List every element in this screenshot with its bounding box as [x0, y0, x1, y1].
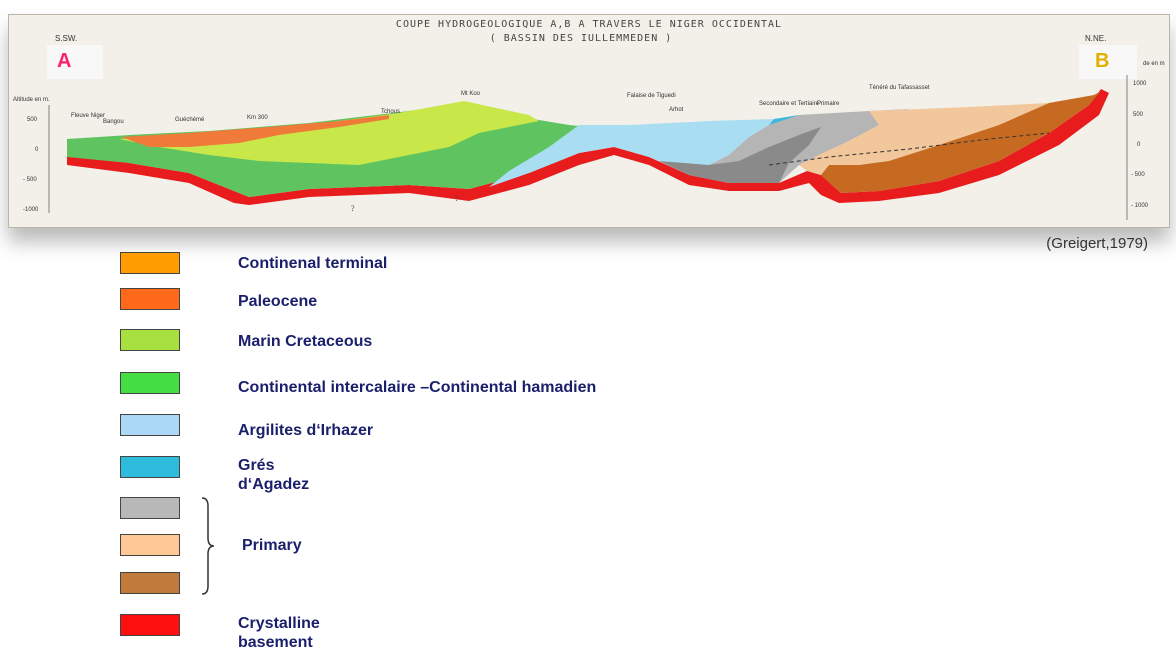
- place-arhot: Arhot: [669, 107, 684, 113]
- place-mt-koo: Mt Koo: [461, 91, 481, 97]
- legend-label-gres-agadez: Grés d‘Agadez: [238, 457, 310, 493]
- argilites-irhazer-layer: [489, 119, 774, 187]
- primary-peach-layer: [799, 103, 1049, 175]
- legend-swatch-argilites-irhazer: [120, 414, 180, 436]
- left-axis-label: Altitude en m.: [13, 97, 50, 103]
- right-tick-minus500: - 500: [1131, 172, 1145, 178]
- unknown-depth-mark: ?: [351, 204, 355, 213]
- right-tick-500: 500: [1133, 112, 1144, 118]
- source-citation: (Greigert,1979): [1046, 235, 1148, 252]
- point-b-label: B: [1095, 50, 1109, 72]
- paleocene-layer: [121, 115, 389, 147]
- left-tick-0: 0: [35, 147, 39, 153]
- left-tick-minus500: - 500: [23, 177, 37, 183]
- marin-cretaceous-layer: [119, 101, 539, 165]
- left-direction-label: S.SW.: [55, 34, 77, 43]
- legend-swatch-primary-brown: [120, 572, 180, 594]
- place-falaise-tiguedi: Falaise de Tiguedi: [627, 93, 676, 99]
- legend-label-primary: Primary: [242, 537, 302, 554]
- legend-swatch-continental-intercalaire: [120, 372, 180, 394]
- legend-label-marin-cretaceous: Marin Cretaceous: [238, 333, 373, 350]
- primary-group-brace: [201, 497, 215, 595]
- legend-swatch-gres-agadez: [120, 456, 180, 478]
- point-a-label: A: [57, 50, 71, 72]
- right-axis-label: de en m: [1143, 61, 1165, 67]
- place-primaire: Primaire: [817, 101, 840, 107]
- right-direction-label: N.NE.: [1085, 34, 1106, 43]
- right-tick-minus1000: - 1000: [1131, 203, 1149, 209]
- cross-section-drawing: COUPE HYDROGEOLOGIQUE A,B A TRAVERS LE N…: [13, 19, 1165, 220]
- place-tenere: Ténéré du Tafassasset: [869, 85, 930, 91]
- piezometric-line: [768, 132, 1050, 166]
- unknown-depth-mark-2: ?: [455, 194, 459, 203]
- geological-cross-section: COUPE HYDROGEOLOGIQUE A,B A TRAVERS LE N…: [8, 14, 1170, 228]
- point-a-box: [47, 45, 103, 79]
- legend-swatch-primary-grey: [120, 497, 180, 519]
- right-tick-1000: 1000: [1133, 81, 1147, 87]
- legend-label-continental-terminal: Continenal terminal: [238, 255, 388, 272]
- legend-swatch-crystalline-basement: [120, 614, 180, 636]
- place-guecheme: Guéchémé: [175, 117, 205, 123]
- legend-label-paleocene: Paleocene: [238, 293, 318, 310]
- legend-swatch-paleocene: [120, 288, 180, 310]
- place-secondaire-tertiaire: Secondaire et Tertiaire: [759, 101, 820, 107]
- primary-brown-layer: [821, 91, 1101, 193]
- place-km300: Km 300: [247, 115, 268, 121]
- legend-swatch-primary-peach: [120, 534, 180, 556]
- legend-label-crystalline-basement: Crystalline basement: [238, 615, 320, 651]
- place-bangou: Bangou: [103, 119, 124, 125]
- legend-swatch-continental-terminal: [120, 252, 180, 274]
- legend-label-continental-intercalaire: Continental intercalaire –Continental ha…: [238, 379, 597, 396]
- left-tick-minus1000: -1000: [23, 207, 39, 213]
- point-b-box: [1079, 45, 1137, 79]
- place-tchous: Tchous: [381, 109, 400, 115]
- legend-swatch-marin-cretaceous: [120, 329, 180, 351]
- right-tick-0: 0: [1137, 142, 1141, 148]
- primary-dark-grey-layer: [659, 127, 821, 183]
- place-fleuve-niger: Fleuve Niger: [71, 113, 105, 119]
- legend-label-argilites-irhazer: Argilites d‘Irhazer: [238, 422, 374, 439]
- left-tick-500: 500: [27, 117, 38, 123]
- section-title: COUPE HYDROGEOLOGIQUE A,B A TRAVERS LE N…: [396, 19, 782, 30]
- section-subtitle: ( BASSIN DES IULLEMMEDEN ): [490, 33, 673, 44]
